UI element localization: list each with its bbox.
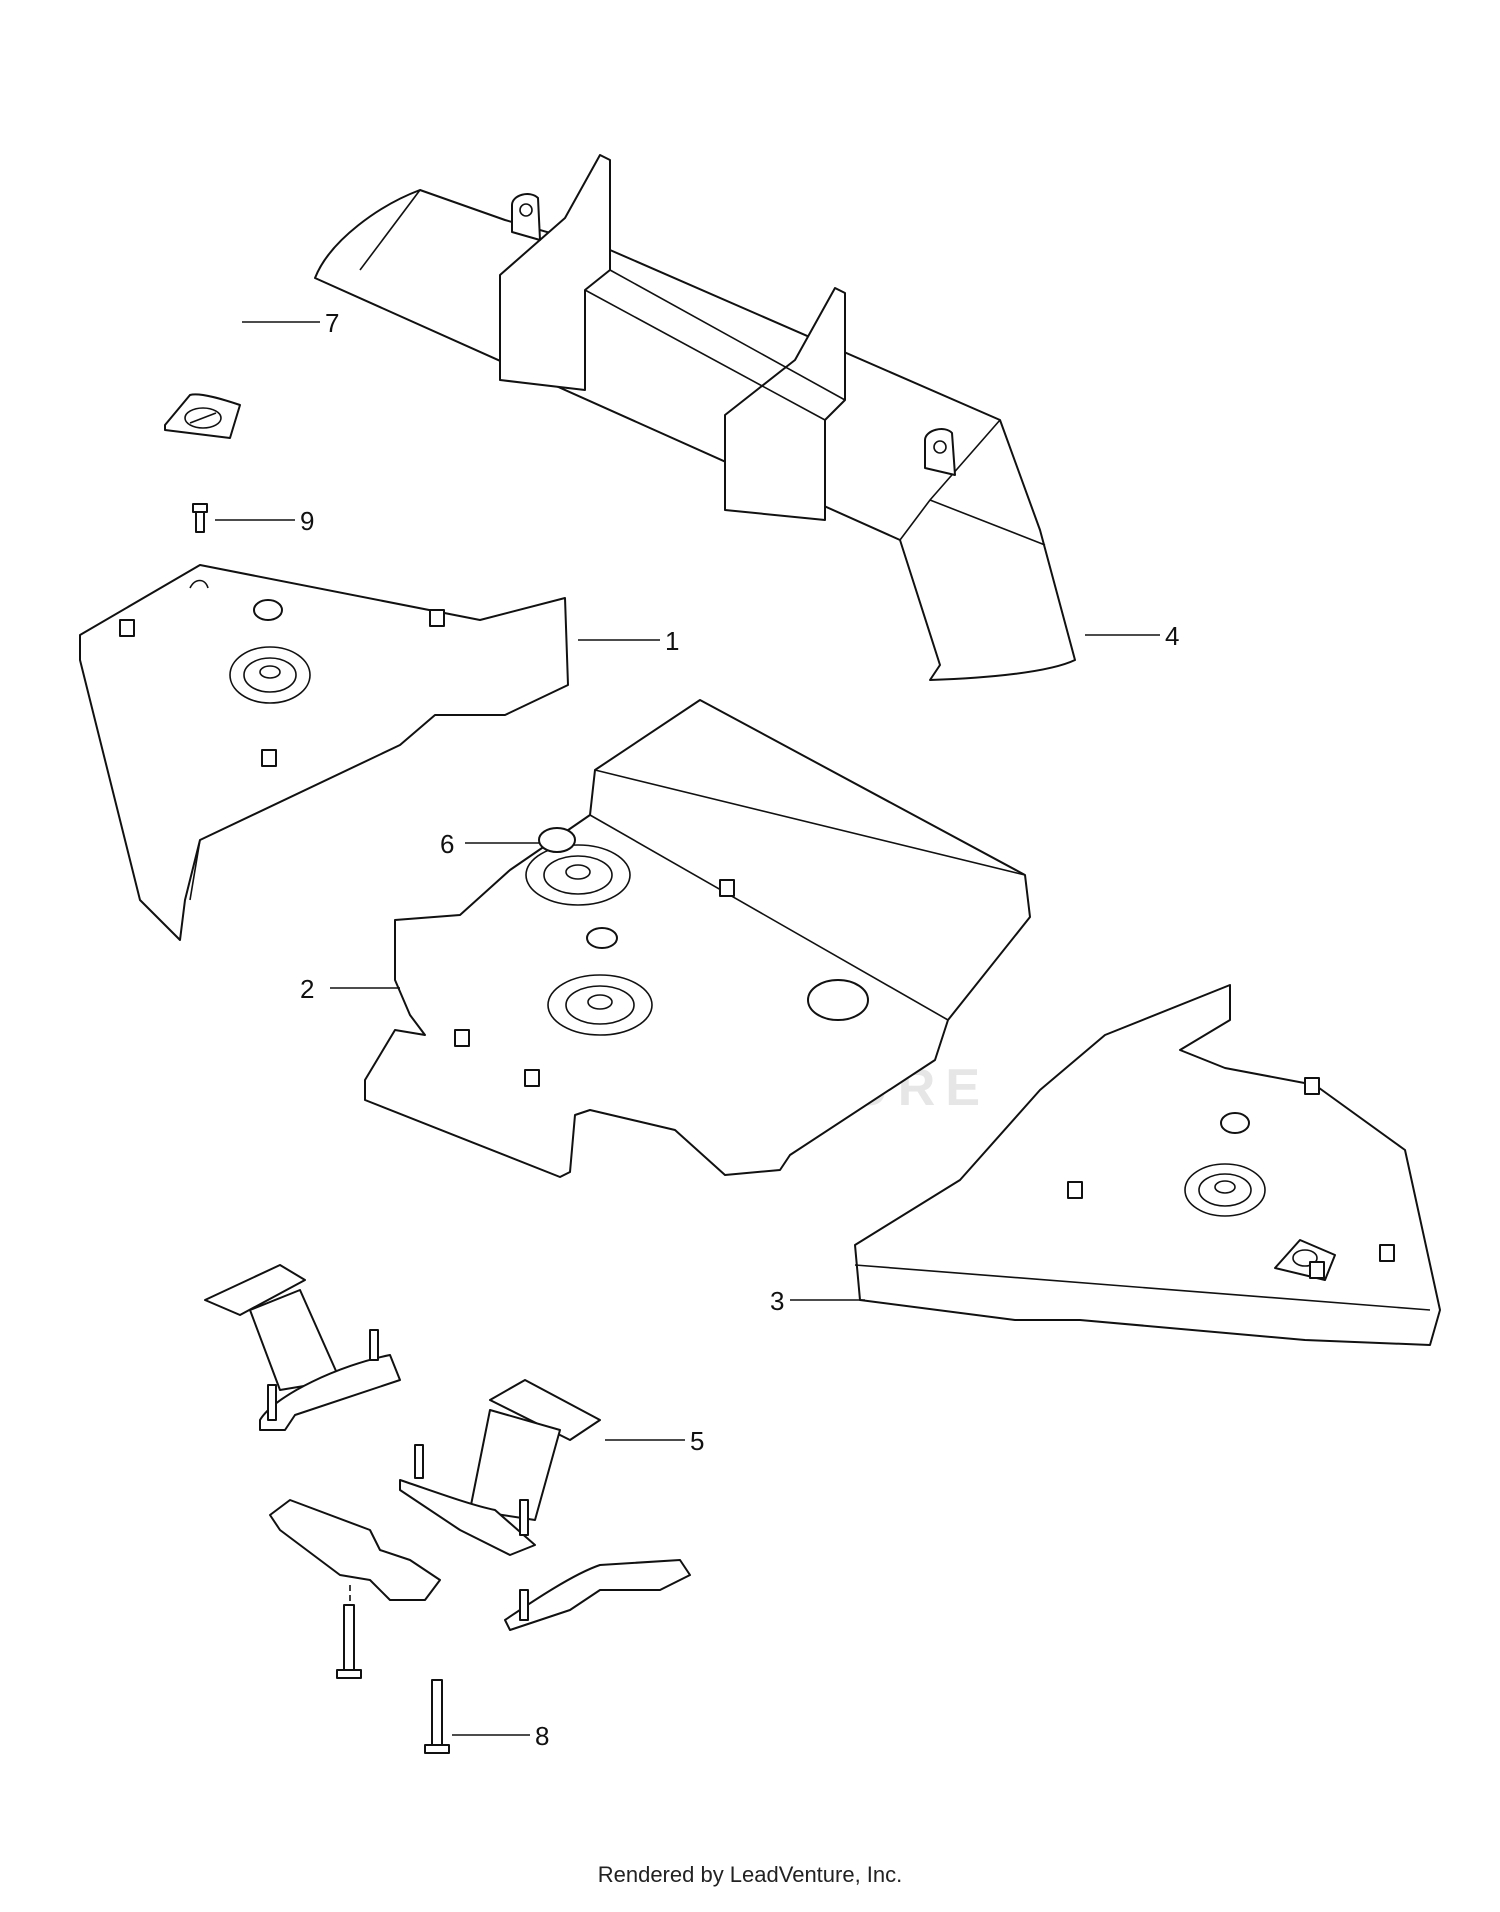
callout-1-label: 1 (665, 626, 679, 656)
callout-2-label: 2 (300, 974, 314, 1004)
callout-8-label: 8 (535, 1721, 549, 1751)
part-1-left-shield (79, 564, 569, 941)
part-3-right-shield (854, 984, 1441, 1346)
footer-credit: Rendered by LeadVenture, Inc. (597, 1862, 903, 1887)
part-8-bolts (336, 1604, 450, 1754)
callout-4-label: 4 (1165, 621, 1179, 651)
part-9-bolt (192, 503, 208, 533)
part-4-front-baffle (314, 154, 1076, 681)
part-5-brackets (204, 1264, 691, 1631)
callouts: 1 2 3 4 5 6 7 9 8 (215, 308, 1179, 1751)
callout-3-label: 3 (770, 1286, 784, 1316)
callout-5-label: 5 (690, 1426, 704, 1456)
part-7-decal (164, 393, 241, 439)
callout-9-label: 9 (300, 506, 314, 536)
part-2-center-shield (364, 699, 1031, 1178)
callout-6-label: 6 (440, 829, 454, 859)
callout-7-label: 7 (325, 308, 339, 338)
